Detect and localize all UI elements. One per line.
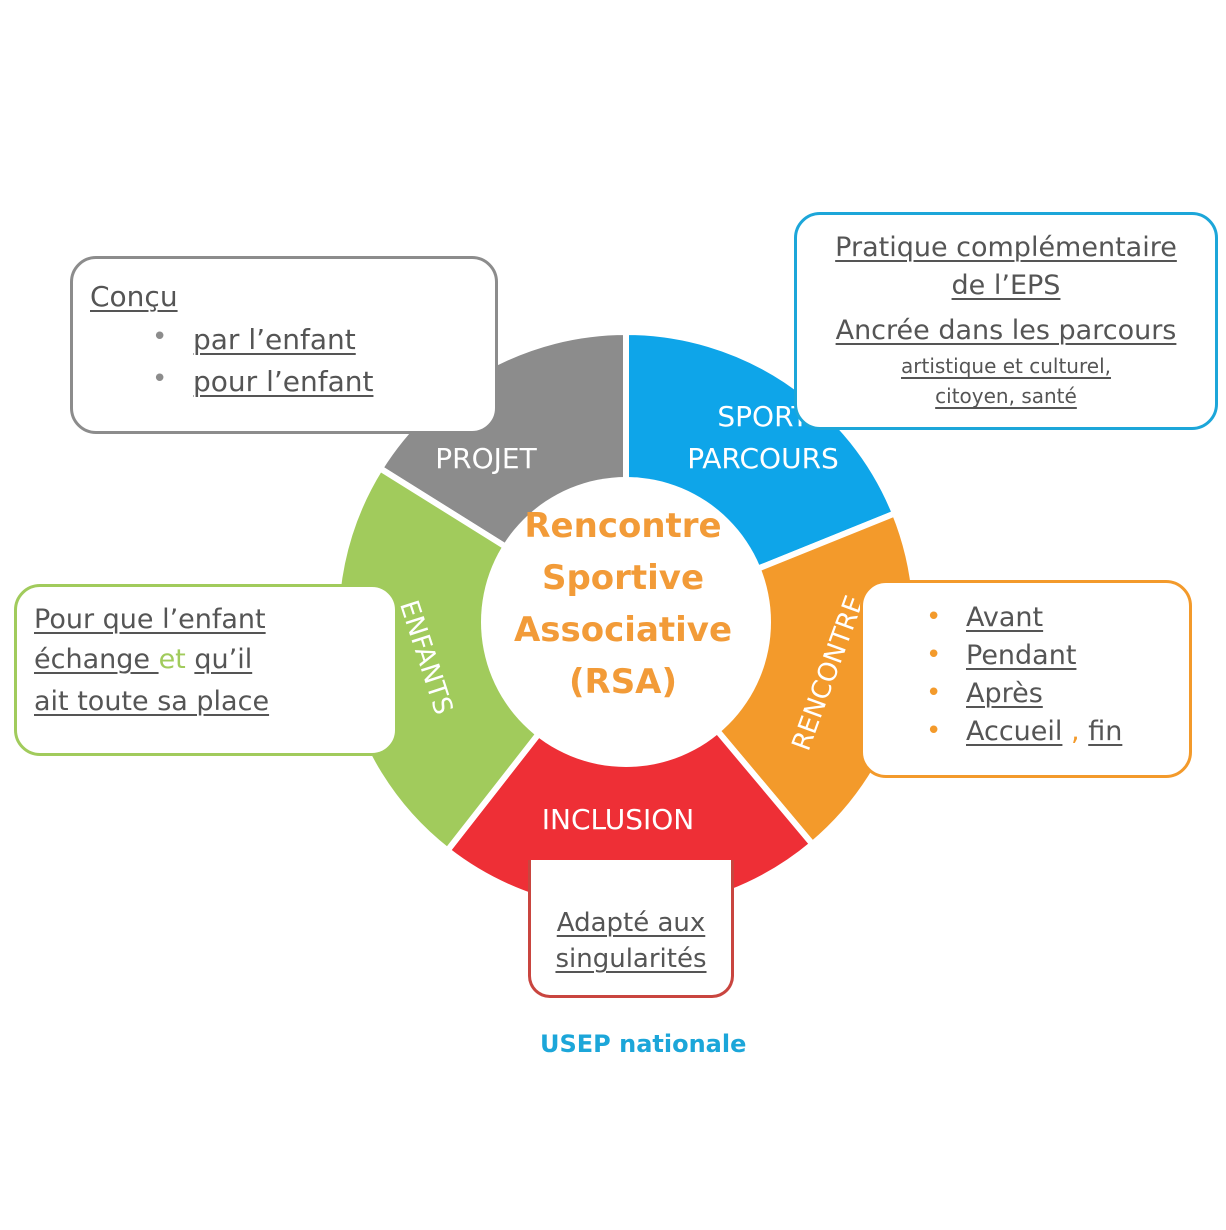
- rencontre-item-3: Après: [966, 678, 1043, 709]
- enfants-box-line3: ait toute sa place: [34, 686, 270, 717]
- rencontre-box: [860, 580, 1192, 778]
- bullet-icon: •: [926, 640, 942, 670]
- footer-credit: USEP nationale: [540, 1030, 747, 1058]
- enfants-box-line1: Pour que l’enfant: [34, 604, 266, 635]
- bullet-icon: •: [926, 678, 942, 708]
- segment-label-sport-line2: PARCOURS: [687, 442, 839, 475]
- enfants-box: [14, 584, 398, 756]
- segment-label-projet: PROJET: [435, 442, 537, 475]
- rencontre-item-4-row: Accueil , fin: [966, 716, 1122, 747]
- rencontre-item-5: fin: [1088, 716, 1123, 747]
- sport-box-line2: de l’EPS: [951, 270, 1061, 301]
- center-title-line1: Rencontre: [524, 506, 722, 546]
- enfants-box-line2: échange et qu’il: [34, 644, 252, 675]
- inclusion-box-line2: singularités: [555, 944, 707, 974]
- projet-item-2: pour l’enfant: [193, 365, 374, 398]
- center-title-line2: Sportive: [541, 558, 705, 598]
- enfants-box-word-echange: échange: [34, 644, 159, 675]
- projet-box: [70, 256, 498, 434]
- sport-box-line1: Pratique complémentaire: [835, 232, 1177, 263]
- sport-box-line5: citoyen, santé: [935, 384, 1077, 408]
- segment-label-inclusion: INCLUSION: [542, 803, 694, 836]
- bullet-icon: •: [926, 602, 942, 632]
- bullet-icon: •: [926, 716, 942, 746]
- sport-box-line4: artistique et culturel,: [901, 354, 1111, 378]
- inclusion-box-line1: Adapté aux: [556, 908, 706, 938]
- sport-box: [794, 212, 1218, 430]
- wheel-center-circle: [481, 477, 771, 767]
- projet-item-1: par l’enfant: [193, 323, 356, 356]
- rencontre-item-2: Pendant: [966, 640, 1077, 671]
- inclusion-box: [528, 860, 734, 998]
- sport-box-line3: Ancrée dans les parcours: [835, 315, 1177, 346]
- bullet-icon: •: [152, 364, 168, 394]
- rencontre-item-4: Accueil: [966, 716, 1063, 747]
- enfants-box-word-et: et: [158, 644, 186, 675]
- bullet-icon: •: [152, 322, 168, 352]
- center-title-line3: Associative: [513, 610, 733, 650]
- projet-title: Conçu: [90, 280, 178, 313]
- rencontre-item-1: Avant: [966, 602, 1044, 633]
- enfants-box-word-quil: qu’il: [194, 644, 253, 675]
- center-title-line4: (RSA): [568, 662, 678, 702]
- rencontre-item-sep: ,: [1071, 716, 1080, 747]
